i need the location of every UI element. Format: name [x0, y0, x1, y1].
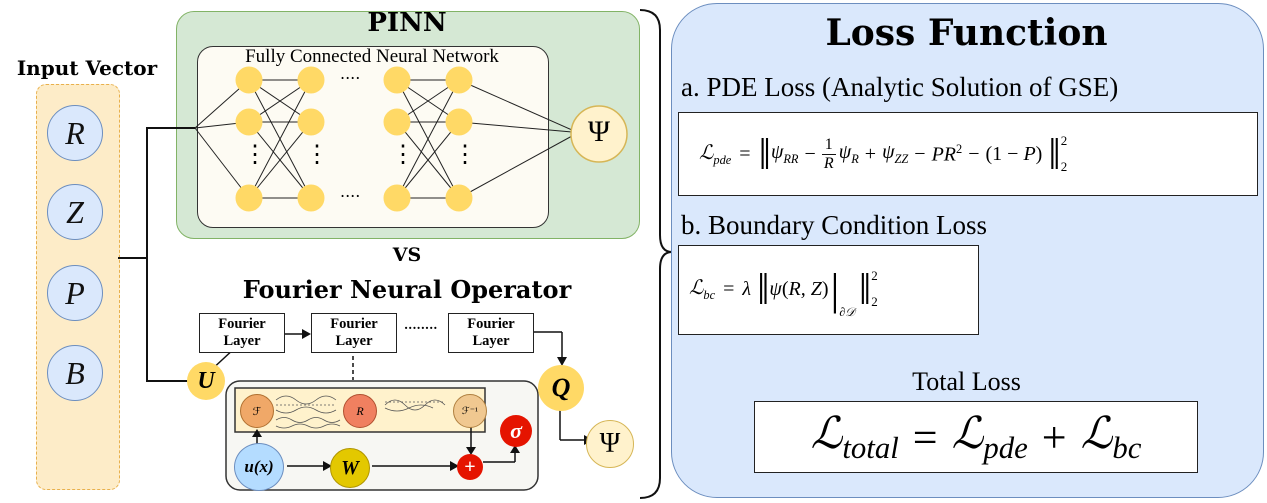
bc-loss-heading: b. Boundary Condition Loss — [681, 210, 988, 240]
pinn-node — [383, 66, 411, 94]
loss-title: Loss Function — [825, 12, 1108, 54]
pinn-dots-bottom: .... — [340, 182, 361, 201]
add-node: + — [457, 454, 483, 480]
pinn-vdots: ⋮ — [453, 140, 477, 168]
total-loss-heading: Total Loss — [912, 367, 1021, 396]
r-node: R — [343, 394, 377, 428]
pinn-output-node — [570, 105, 628, 163]
w-node: W — [330, 448, 370, 488]
input-vector-title: Input Vector — [16, 56, 158, 80]
total-loss-formula: ℒtotal = ℒpde + ℒbc — [754, 401, 1198, 473]
pinn-node — [297, 184, 325, 212]
project-node-q: Q — [538, 365, 584, 411]
input-var-p: P — [47, 265, 103, 321]
pinn-node — [445, 184, 473, 212]
pinn-output-label: Ψ — [587, 115, 611, 148]
input-var-r: R — [47, 105, 103, 161]
pinn-vdots: ⋮ — [391, 140, 415, 168]
vs-label: VS — [392, 244, 422, 266]
pinn-vdots: ⋮ — [305, 140, 329, 168]
fourier-layer-ellipsis: ........ — [404, 318, 438, 332]
pinn-node — [383, 184, 411, 212]
pinn-node — [445, 66, 473, 94]
input-function-node: u(x) — [234, 443, 284, 491]
pinn-dots-top: .... — [340, 64, 361, 83]
input-var-b: B — [47, 345, 103, 401]
pinn-node — [383, 108, 411, 136]
pinn-node — [235, 184, 263, 212]
ifft-node: ℱ⁻¹ — [453, 394, 487, 428]
pinn-node — [235, 66, 263, 94]
fno-output-node: Ψ — [586, 420, 634, 468]
pinn-title: PINN — [367, 8, 447, 38]
pinn-node — [297, 108, 325, 136]
activation-node: σ — [500, 415, 532, 447]
input-var-z: Z — [47, 184, 103, 240]
pinn-node — [297, 66, 325, 94]
fno-title: Fourier Neural Operator — [242, 275, 572, 304]
fft-node: ℱ — [240, 394, 274, 428]
pinn-node — [235, 108, 263, 136]
pinn-node — [445, 108, 473, 136]
pinn-vdots: ⋮ — [243, 140, 267, 168]
pde-loss-heading: a. PDE Loss (Analytic Solution of GSE) — [681, 72, 1119, 102]
curly-brace — [639, 9, 673, 499]
pinn-subtitle: Fully Connected Neural Network — [245, 46, 499, 67]
lift-node-u: U — [187, 362, 225, 400]
